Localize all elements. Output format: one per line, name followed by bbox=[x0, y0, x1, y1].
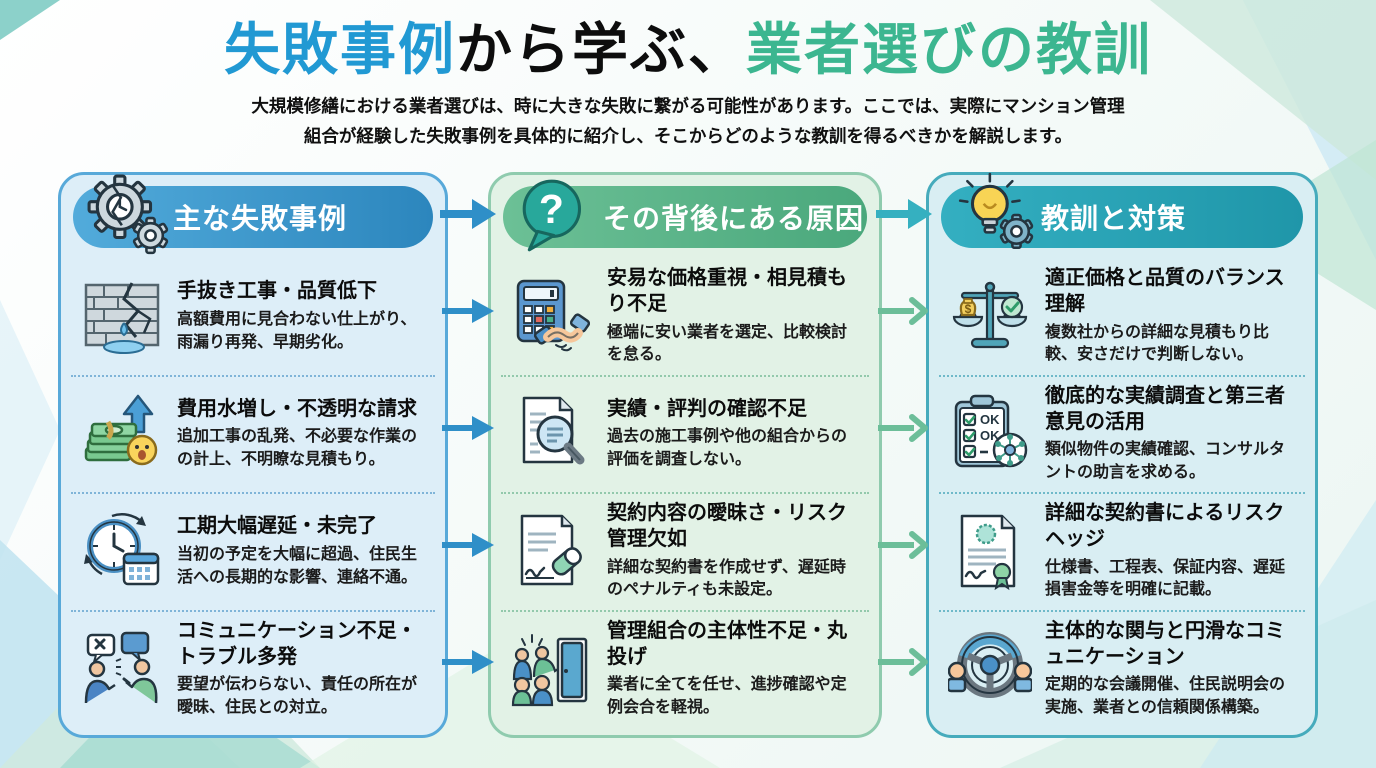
lightbulb-gear-icon bbox=[953, 172, 1039, 258]
header-area: 失敗事例から学ぶ、業者選びの教訓 大規模修繕における業者選びは、時に大きな失敗に… bbox=[0, 18, 1376, 152]
item-title: 詳細な契約書によるリスクヘッジ bbox=[1045, 502, 1285, 551]
failure-item-2: 費用水増し・不透明な請求 追加工事の乱発、不必要な作業のの計上、不明瞭な見積もり… bbox=[71, 374, 435, 493]
cause-item-3: 契約内容の曖昧さ・リスク管理欠如 詳細な契約書を作成せず、遅延時のペナルティも未… bbox=[501, 492, 869, 610]
balance-scale-icon: $ bbox=[947, 274, 1033, 360]
item-desc: 類似物件の実績確認、コンサルタントの助言を求める。 bbox=[1045, 441, 1286, 481]
cause-item-1: 安易な価格重視・相見積もり不足 極端に安い業者を選定、比較検討を怠る。 bbox=[501, 259, 869, 375]
subtitle-line-1: 大規模修繕における業者選びは、時に大きな失敗に繋がる可能性があります。ここでは、… bbox=[251, 96, 1125, 117]
flow-arrow-row-1-left bbox=[442, 295, 494, 332]
flow-arrow-row-2-right bbox=[878, 412, 930, 449]
svg-text:?: ? bbox=[539, 186, 565, 232]
flow-arrow-row-4-left bbox=[442, 646, 494, 683]
title-part-teal: 業者選びの教訓 bbox=[746, 18, 1152, 81]
causes-header: ? その背後にある原因 bbox=[503, 179, 867, 252]
item-desc: 複数社からの詳細な見積もり比較、安さだけで判断しない。 bbox=[1045, 323, 1270, 364]
item-title: 費用水増し・不透明な請求 bbox=[177, 397, 417, 420]
lessons-items: $ 適正価格と品質のバランス理解 複数社からの詳細な見積もり比較、安さだけで判断… bbox=[939, 259, 1305, 727]
item-desc: 要望が伝わらない、責任の所在が曖昧、住民との対立。 bbox=[177, 676, 418, 716]
question-bubble-icon: ? bbox=[515, 172, 601, 258]
flow-arrow-header-right bbox=[876, 196, 932, 237]
lesson-item-2: OK OK 徹 bbox=[939, 374, 1305, 493]
svg-text:OK: OK bbox=[980, 412, 1000, 427]
failure-item-3: 工期大幅遅延・未完了 当初の予定を大幅に超過、住民生活への長期的な影響、連絡不通… bbox=[71, 492, 435, 610]
item-desc: 仕様書、工程表、保証内容、遅延損害金等を明確に記載。 bbox=[1045, 558, 1286, 599]
item-title: 安易な価格重視・相見積もり不足 bbox=[607, 267, 847, 316]
steering-wheel-icon bbox=[947, 626, 1033, 712]
failures-header: 主な失敗事例 bbox=[73, 174, 433, 255]
item-desc: 詳細な契約書を作成せず、遅延時のペナルティも未設定。 bbox=[607, 558, 846, 599]
failures-items: 手抜き工事・品質低下 高額費用に見合わない仕上がり、雨漏り再発、早期劣化。 bbox=[71, 259, 435, 727]
lesson-item-4: 主体的な関与と円滑なコミュニケーション 定期的な会議開催、住民説明会の実施、業者… bbox=[939, 609, 1305, 728]
lesson-item-3: 詳細な契約書によるリスクヘッジ 仕様書、工程表、保証内容、遅延損害金等を明確に記… bbox=[939, 492, 1305, 610]
item-title: 契約内容の曖昧さ・リスク管理欠如 bbox=[607, 502, 847, 551]
item-desc: 定期的な会議開催、住民説明会の実施、業者との信頼関係構築。 bbox=[1045, 676, 1286, 716]
lessons-panel: 教訓と対策 $ bbox=[926, 172, 1318, 738]
item-title: 実績・評判の確認不足 bbox=[607, 397, 807, 420]
item-desc: 業者に全てを任せ、進捗確認や定例会合を軽視。 bbox=[607, 676, 847, 716]
item-desc: 極端に安い業者を選定、比較検討を怠る。 bbox=[607, 323, 848, 364]
broken-gears-icon bbox=[85, 172, 171, 258]
item-desc: 当初の予定を大幅に超過、住民生活への長期的な影響、連絡不通。 bbox=[177, 545, 418, 586]
subtitle: 大規模修繕における業者選びは、時に大きな失敗に繋がる可能性があります。ここでは、… bbox=[163, 92, 1213, 152]
title-part-black: から学ぶ、 bbox=[456, 18, 746, 81]
flow-arrow-row-3-left bbox=[442, 529, 494, 566]
cracked-wall-icon bbox=[79, 274, 165, 360]
document-magnifier-icon bbox=[509, 391, 595, 477]
calculator-handshake-icon bbox=[509, 274, 595, 360]
subtitle-line-2: 組合が経験した失敗事例を具体的に紹介し、そこからどのような教訓を得るべきかを解説… bbox=[303, 126, 1073, 147]
lesson-item-1: $ 適正価格と品質のバランス理解 複数社からの詳細な見積もり比較、安さだけで判断… bbox=[939, 259, 1305, 375]
item-title: 工期大幅遅延・未完了 bbox=[177, 515, 377, 538]
background-decoration bbox=[0, 300, 60, 560]
flow-arrow-row-3-right bbox=[878, 529, 930, 566]
lessons-header-label: 教訓と対策 bbox=[1041, 203, 1187, 234]
item-desc: 過去の施工事例や他の組合からの評価を調査しない。 bbox=[607, 428, 848, 469]
flow-arrow-row-2-left bbox=[442, 412, 494, 449]
title-part-blue: 失敗事例 bbox=[224, 18, 456, 81]
item-title: 管理組合の主体性不足・丸投げ bbox=[607, 619, 847, 668]
cause-item-4: 管理組合の主体性不足・丸投げ 業者に全てを任せ、進捗確認や定例会合を軽視。 bbox=[501, 609, 869, 728]
page-title: 失敗事例から学ぶ、業者選びの教訓 bbox=[0, 18, 1376, 82]
arguing-people-icon bbox=[79, 626, 165, 712]
money-stack-icon bbox=[79, 391, 165, 477]
svg-text:$: $ bbox=[965, 302, 972, 316]
item-title: コミュニケーション不足・トラブル多発 bbox=[177, 619, 417, 668]
failures-panel: 主な失敗事例 bbox=[58, 172, 448, 738]
failure-item-4: コミュニケーション不足・トラブル多発 要望が伝わらない、責任の所在が曖昧、住民と… bbox=[71, 609, 435, 728]
flow-arrow-row-4-right bbox=[878, 646, 930, 683]
item-title: 徹底的な実績調査と第三者意見の活用 bbox=[1045, 384, 1285, 433]
causes-header-label: その背後にある原因 bbox=[603, 203, 865, 234]
item-title: 主体的な関与と円滑なコミュニケーション bbox=[1045, 619, 1285, 668]
cause-item-2: 実績・評判の確認不足 過去の施工事例や他の組合からの評価を調査しない。 bbox=[501, 374, 869, 493]
lessons-header: 教訓と対策 bbox=[941, 172, 1303, 250]
svg-text:OK: OK bbox=[980, 428, 1000, 443]
checklist-network-icon: OK OK bbox=[947, 391, 1033, 477]
certificate-icon bbox=[947, 509, 1033, 595]
flow-arrow-header-left bbox=[440, 196, 496, 237]
failures-header-label: 主な失敗事例 bbox=[173, 203, 348, 234]
item-title: 適正価格と品質のバランス理解 bbox=[1045, 267, 1285, 316]
contract-eraser-icon bbox=[509, 509, 595, 595]
item-desc: 追加工事の乱発、不必要な作業のの計上、不明瞭な見積もり。 bbox=[177, 428, 418, 469]
failure-item-1: 手抜き工事・品質低下 高額費用に見合わない仕上がり、雨漏り再発、早期劣化。 bbox=[71, 259, 435, 375]
item-desc: 高額費用に見合わない仕上がり、雨漏り再発、早期劣化。 bbox=[177, 310, 417, 351]
causes-panel: ? その背後にある原因 bbox=[488, 172, 882, 738]
clock-calendar-icon bbox=[79, 509, 165, 595]
people-door-icon bbox=[509, 626, 595, 712]
item-title: 手抜き工事・品質低下 bbox=[177, 280, 377, 303]
flow-arrow-row-1-right bbox=[878, 295, 930, 332]
causes-items: 安易な価格重視・相見積もり不足 極端に安い業者を選定、比較検討を怠る。 bbox=[501, 259, 869, 727]
